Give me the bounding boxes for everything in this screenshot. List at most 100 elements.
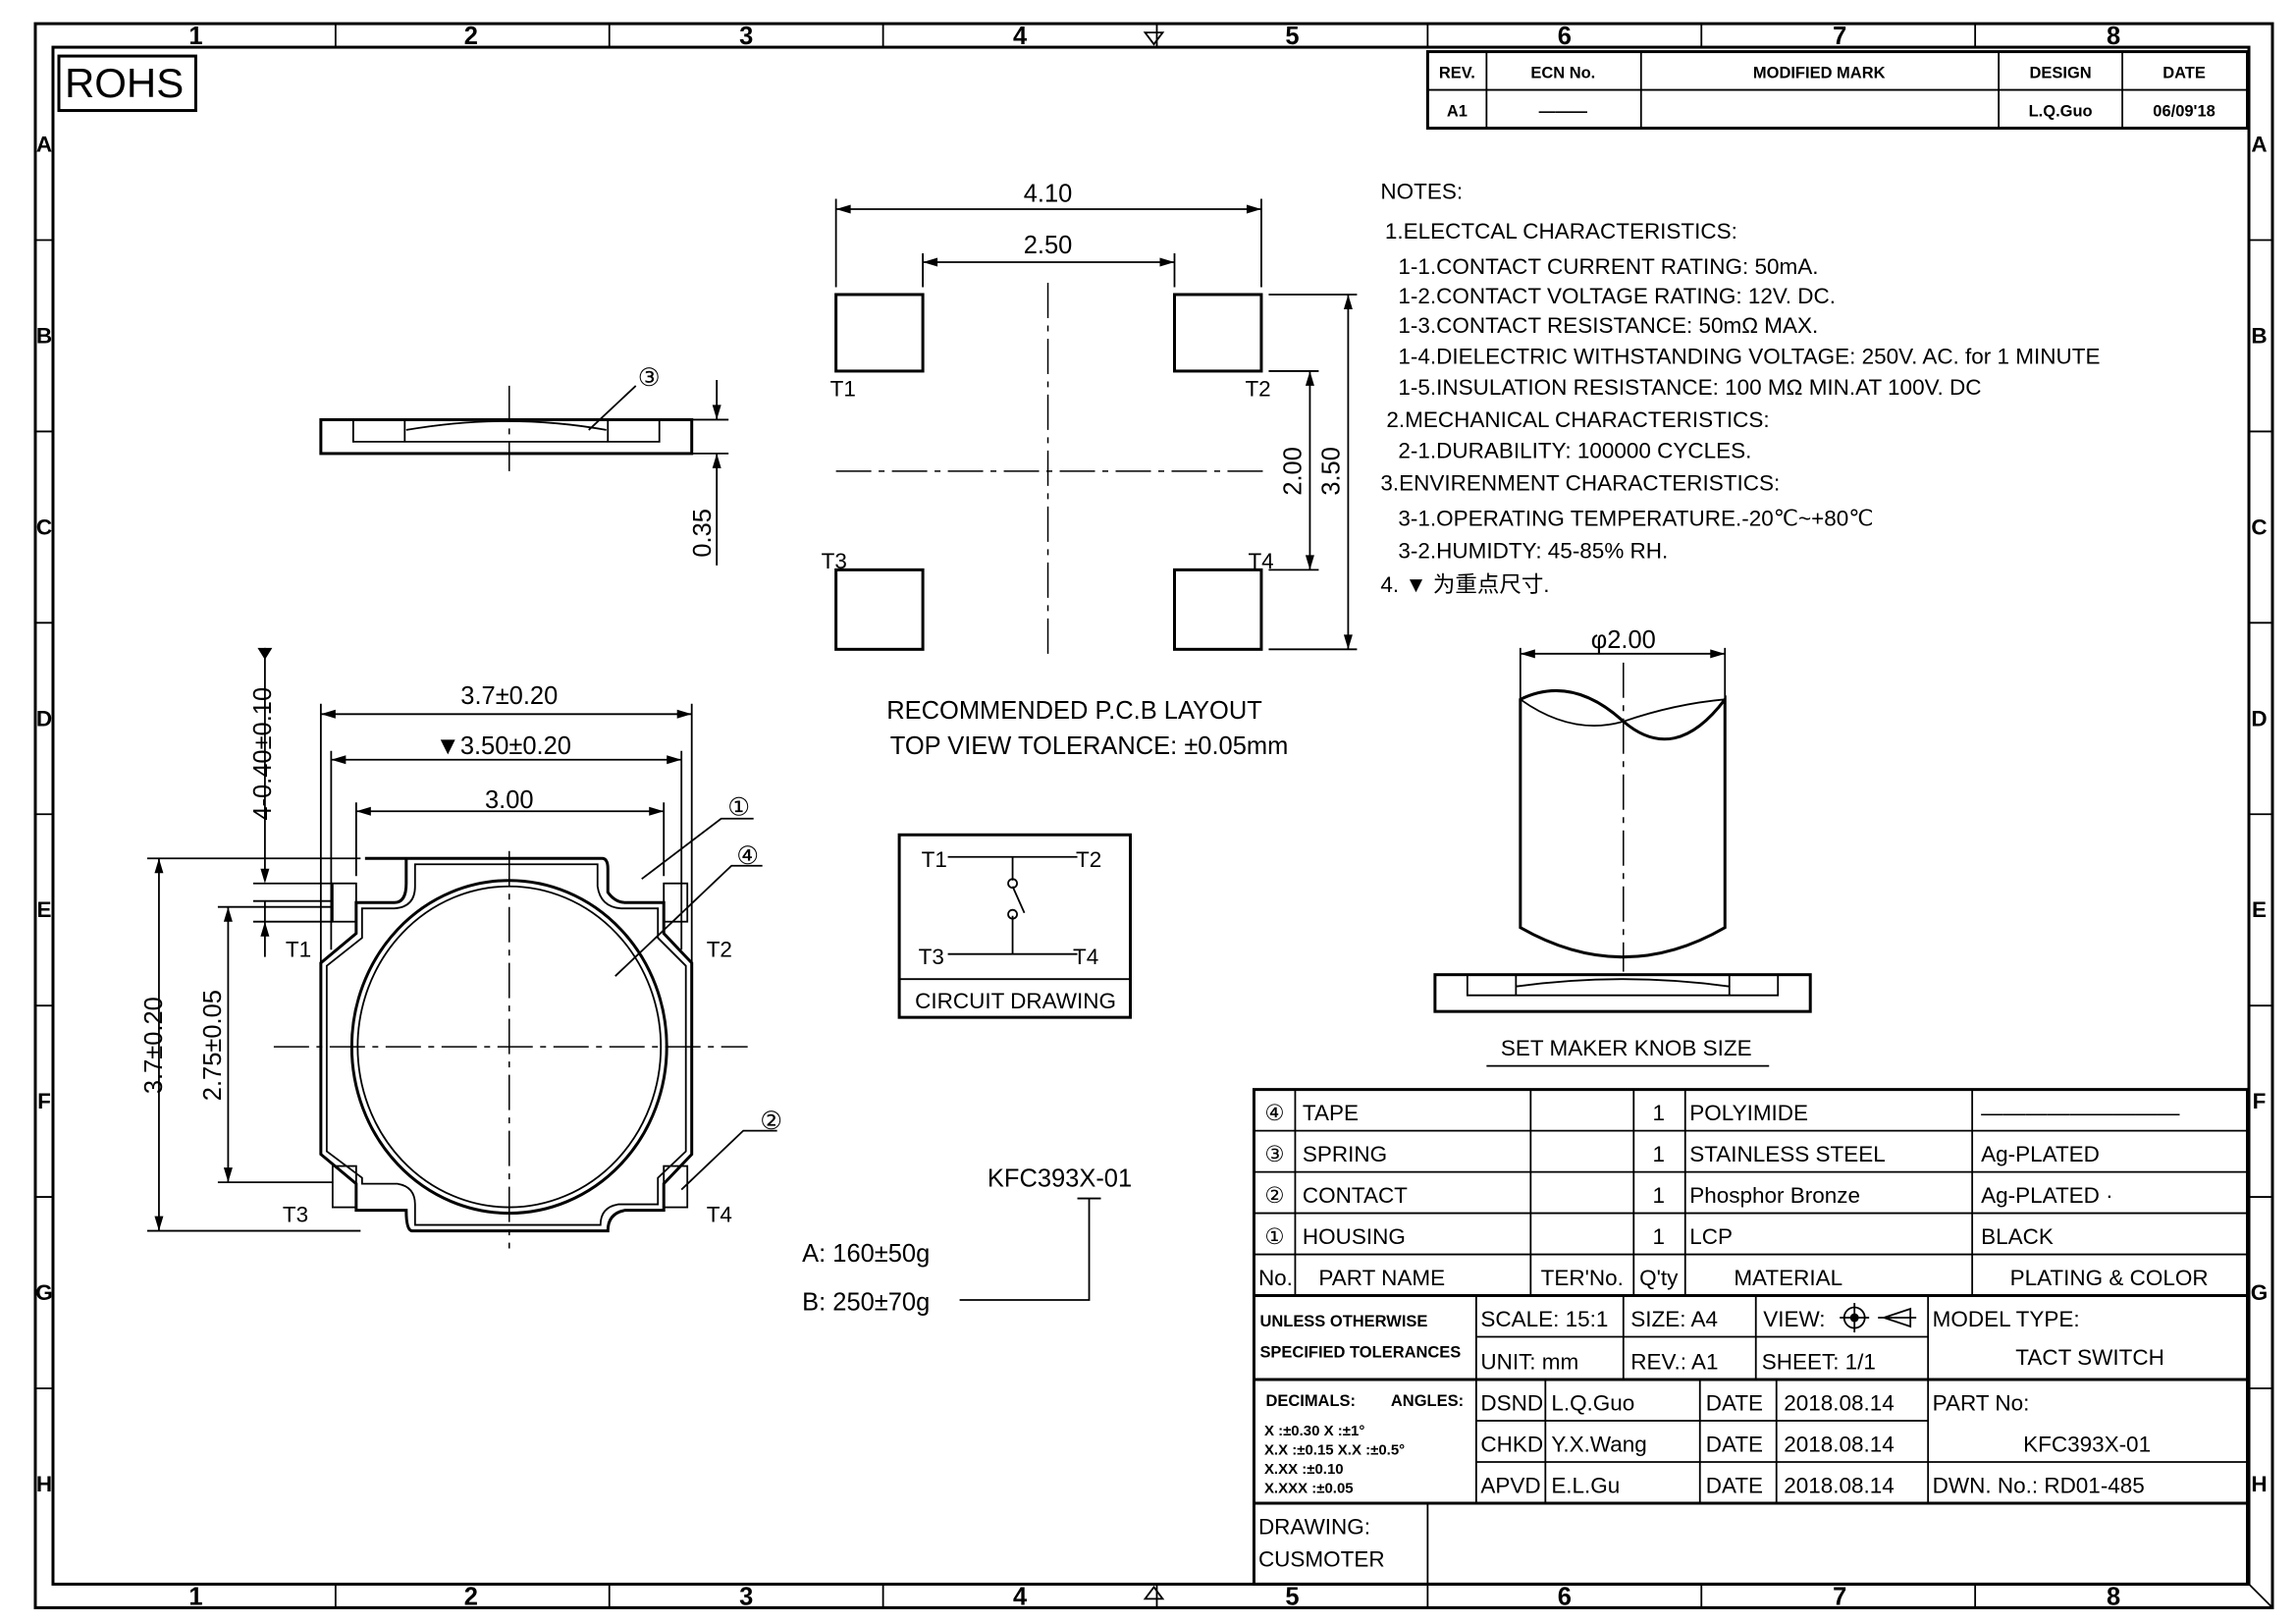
model-type-label: MODEL TYPE: <box>1933 1307 2080 1331</box>
bom-qty: 1 <box>1653 1142 1666 1166</box>
projection-symbol-icon <box>1840 1303 1917 1333</box>
angles-label: ANGLES: <box>1391 1392 1464 1410</box>
label-t1: T1 <box>286 938 311 962</box>
pcb-tolerance: TOP VIEW TOLERANCE: ±0.05mm <box>890 732 1289 760</box>
zone-row-e-right: E <box>2252 897 2267 922</box>
zone-col-2-bottom: 2 <box>464 1583 478 1610</box>
zone-col-4: 4 <box>1013 23 1028 50</box>
bom-name: TAPE <box>1303 1101 1359 1125</box>
scale: SCALE: 15:1 <box>1480 1307 1608 1331</box>
part-no-label: PART No: <box>1933 1390 2030 1415</box>
housing-outline <box>319 856 694 1233</box>
pad-t1 <box>834 293 925 373</box>
bom-material: POLYIMIDE <box>1689 1101 1808 1125</box>
zone-col-1-bottom: 1 <box>188 1583 202 1610</box>
note-line: 1.ELECTCAL CHARACTERISTICS: <box>1385 219 1737 244</box>
bom-header-qty: Q'ty <box>1639 1266 1679 1290</box>
pad-t3 <box>834 568 925 651</box>
terminal-t2 <box>663 882 689 923</box>
rohs-box <box>57 54 197 113</box>
center-mark-bottom <box>1143 1585 1165 1600</box>
part-label: KFC393X-01 <box>988 1165 1132 1193</box>
sign-role: CHKD <box>1480 1432 1543 1456</box>
design-value: L.Q.Guo <box>2029 103 2093 121</box>
bom-name: HOUSING <box>1303 1224 1406 1249</box>
part-no: KFC393X-01 <box>2023 1432 2151 1456</box>
pcb-layout-view: 4.10 2.50 2.00 3.50 T1 T2 T3 T4 RECOMMEN… <box>822 181 1358 760</box>
sign-date-label: DATE <box>1706 1473 1763 1497</box>
bom-qty: 1 <box>1653 1183 1666 1208</box>
dim-2-75-height: 2.75±0.05 <box>199 990 227 1101</box>
force-a: A: 160±50g <box>802 1240 930 1268</box>
revision-table: REV. ECN No. MODIFIED MARK DESIGN DATE A… <box>1425 50 2250 131</box>
ecn-header: ECN No. <box>1530 65 1595 82</box>
pad-label-t3: T3 <box>822 549 847 573</box>
bom-header-plating: PLATING & COLOR <box>2010 1266 2209 1290</box>
sign-date: 2018.08.14 <box>1784 1473 1895 1497</box>
bom-no: ③ <box>1264 1142 1284 1166</box>
tolerance-note-1: UNLESS OTHERWISE <box>1259 1313 1427 1330</box>
sign-name: E.L.Gu <box>1551 1473 1620 1497</box>
bom-plating: BLACK <box>1981 1224 2054 1249</box>
force-b: B: 250±70g <box>802 1289 930 1317</box>
sign-date: 2018.08.14 <box>1784 1390 1895 1415</box>
model-type: TACT SWITCH <box>2015 1345 2164 1370</box>
dim-3-50-width: ▼3.50±0.20 <box>436 732 571 760</box>
bom-header-material: MATERIAL <box>1734 1266 1842 1290</box>
tolerance-line: X.X :±0.15 X.X :±0.5° <box>1264 1441 1405 1458</box>
unit: UNIT: mm <box>1480 1350 1578 1375</box>
pad-label-t2: T2 <box>1245 376 1270 401</box>
bom-no: ④ <box>1264 1101 1284 1125</box>
callout-4: ④ <box>736 842 759 870</box>
note-line: 3-1.OPERATING TEMPERATURE.-20℃~+80℃ <box>1398 506 1873 530</box>
callout-3: ③ <box>638 364 661 392</box>
bom-qty: 1 <box>1653 1224 1666 1249</box>
sign-date: 2018.08.14 <box>1784 1432 1895 1456</box>
circuit-drawing: T1 T2 T3 T4 CIRCUIT DRAWING <box>897 833 1133 1019</box>
rev: REV.: A1 <box>1630 1350 1718 1375</box>
zone-row-c-right: C <box>2251 514 2267 539</box>
zone-col-2: 2 <box>464 23 478 50</box>
note-line: 2-1.DURABILITY: 100000 CYCLES. <box>1398 438 1751 462</box>
dim-2-00: 2.00 <box>1279 447 1307 496</box>
zone-row-e: E <box>36 897 51 922</box>
circuit-t3: T3 <box>919 945 944 969</box>
ecn-value: ——— <box>1539 103 1588 121</box>
bom-header-ter: TER'No. <box>1541 1266 1624 1290</box>
zone-col-7-bottom: 7 <box>1833 1583 1846 1610</box>
zone-row-h: H <box>36 1472 52 1496</box>
bom-no: ① <box>1264 1224 1284 1249</box>
zone-row-d-right: D <box>2251 706 2267 731</box>
pad-t4 <box>1172 568 1263 651</box>
dim-3-00-width: 3.00 <box>485 786 534 814</box>
title-block: ④ TAPE 1 POLYIMIDE ————————— ③ SPRING 1 … <box>1252 1088 2250 1586</box>
pad-t2 <box>1172 293 1263 373</box>
design-header: DESIGN <box>2030 65 2092 82</box>
label-t4: T4 <box>707 1203 732 1227</box>
zone-row-f: F <box>37 1089 51 1113</box>
note-line: 1-2.CONTACT VOLTAGE RATING: 12V. DC. <box>1398 284 1836 308</box>
bom-no: ② <box>1264 1183 1284 1208</box>
tolerance-line: X.XX :±0.10 <box>1264 1461 1344 1478</box>
circuit-t1: T1 <box>922 847 947 872</box>
center-mark-top <box>1143 31 1165 46</box>
tolerance-line: X :±0.30 X :±1° <box>1264 1423 1364 1439</box>
circuit-t2: T2 <box>1076 847 1101 872</box>
note-line: 1-5.INSULATION RESISTANCE: 100 MΩ MIN.AT… <box>1398 375 1981 400</box>
modified-mark-header: MODIFIED MARK <box>1753 65 1886 82</box>
label-t3: T3 <box>283 1203 308 1227</box>
bom-plating: ————————— <box>1981 1101 2180 1125</box>
zone-row-f-right: F <box>2253 1089 2267 1113</box>
notes-title: NOTES: <box>1380 180 1463 204</box>
bom-header-no: No. <box>1258 1266 1293 1290</box>
knob-caption: SET MAKER KNOB SIZE <box>1501 1036 1752 1060</box>
note-line: 4. ▼ 为重点尺寸. <box>1380 572 1549 597</box>
bom-material: LCP <box>1689 1224 1733 1249</box>
zone-row-b: B <box>36 323 52 348</box>
zone-row-b-right: B <box>2251 323 2267 348</box>
bom-qty: 1 <box>1653 1101 1666 1125</box>
note-line: 2.MECHANICAL CHARACTERISTICS: <box>1386 407 1769 432</box>
zone-col-6: 6 <box>1558 23 1572 50</box>
dim-4-0-40: 4-0.40±0.10 <box>249 687 277 821</box>
